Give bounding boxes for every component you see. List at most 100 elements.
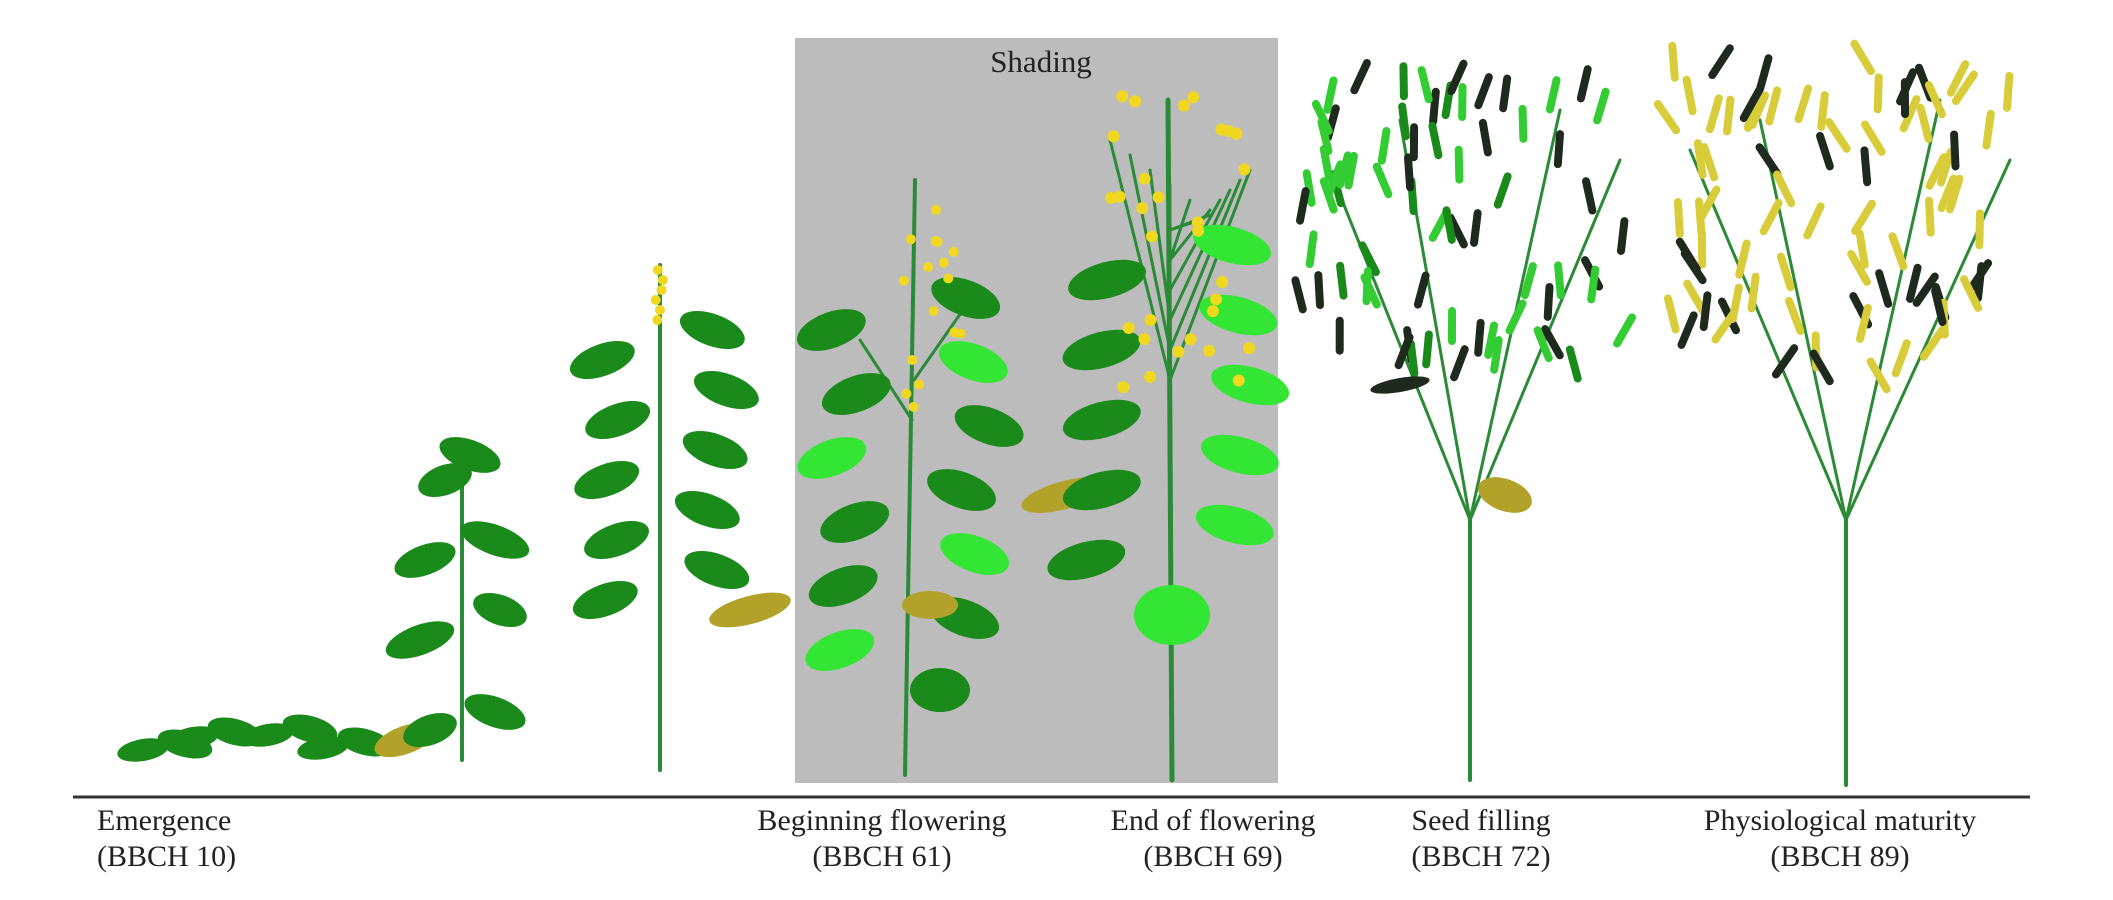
stage-name: Beginning flowering: [757, 803, 1006, 839]
leaf: [381, 614, 459, 667]
seed-pod: [1366, 271, 1367, 301]
seed-pod: [1474, 213, 1478, 243]
seed-pod: [1710, 98, 1719, 129]
seed-pod: [1681, 315, 1693, 345]
flower: [909, 402, 919, 412]
seed-pod: [1354, 63, 1367, 90]
stage-code: (BBCH 10): [97, 839, 236, 875]
flower: [923, 262, 933, 272]
shading-label: Shading: [990, 44, 1092, 80]
seed-pod: [1523, 109, 1524, 139]
leaf: [910, 668, 970, 712]
stage-name: Seed filling: [1411, 803, 1550, 839]
stage-emergence-label: Emergence (BBCH 10): [97, 803, 236, 875]
seed-pod: [1878, 77, 1879, 109]
stage-name: Emergence: [97, 803, 236, 839]
seed-pod: [1829, 122, 1847, 149]
seed-pod: [1821, 95, 1825, 127]
seed-pod: [1411, 344, 1415, 374]
seed-pod: [1478, 77, 1489, 105]
leaf: [469, 586, 532, 633]
seed-pod: [1591, 270, 1595, 300]
flower: [949, 247, 959, 257]
seed-pod: [1799, 89, 1809, 120]
seed-pod: [1300, 191, 1306, 220]
flower: [1210, 293, 1222, 305]
seed-pod: [1865, 125, 1882, 152]
flower: [1139, 173, 1151, 185]
seed-pod: [1879, 273, 1888, 304]
seed-pod: [1855, 204, 1872, 231]
flower: [653, 265, 663, 275]
flower: [1187, 91, 1199, 103]
stem: [1760, 120, 1846, 520]
flower: [1185, 333, 1197, 345]
leaf: [456, 514, 534, 567]
seed-pod: [1954, 134, 1955, 166]
stage-code: (BBCH 61): [757, 839, 1006, 875]
seed-pod: [1418, 276, 1426, 305]
seed-pod: [1733, 288, 1739, 319]
stage-code: (BBCH 69): [1111, 839, 1316, 875]
seed-pod: [1446, 210, 1451, 240]
leaf: [678, 423, 753, 476]
seed-pod: [1807, 206, 1820, 235]
flower: [1233, 375, 1245, 387]
flower: [1129, 95, 1141, 107]
leaf: [569, 453, 644, 506]
flower: [943, 273, 953, 283]
flower: [1117, 381, 1129, 393]
seed-pod: [1318, 275, 1320, 305]
seed-pod: [1871, 362, 1887, 390]
leaf: [580, 393, 655, 446]
seed-pod: [1570, 350, 1578, 379]
flower: [1123, 322, 1135, 334]
seed-pod: [1295, 280, 1302, 309]
seed-pod: [1310, 234, 1314, 264]
seed-pod: [1349, 156, 1354, 186]
seed-pod: [1422, 70, 1429, 99]
seed-pod: [1581, 69, 1588, 98]
seed-pod: [1550, 80, 1557, 109]
seed-pod: [1558, 134, 1560, 164]
stage-name: Physiological maturity: [1704, 803, 1976, 839]
seed-pod: [1760, 147, 1778, 174]
leaf: [565, 333, 640, 386]
flower: [931, 205, 941, 215]
leaf: [706, 586, 794, 635]
seed-pod: [1408, 157, 1410, 187]
seed-pod: [1687, 80, 1693, 111]
seed-pod: [1979, 213, 1980, 245]
seed-pod: [1921, 108, 1929, 139]
flower: [1145, 314, 1157, 326]
seed-pod: [1658, 104, 1676, 130]
seed-pod: [1558, 265, 1561, 295]
shading-box: [795, 38, 1278, 783]
seed-pod: [1764, 203, 1779, 231]
leaf: [675, 303, 750, 356]
seed-pod: [1382, 131, 1387, 161]
seed-pod: [1687, 284, 1703, 312]
leaf: [460, 687, 530, 737]
flower: [1192, 225, 1204, 237]
flower: [1136, 202, 1148, 214]
seed-pod: [1459, 150, 1460, 180]
seed-pod: [1892, 236, 1903, 266]
seed-pod: [1426, 334, 1429, 364]
seed-pod: [1433, 92, 1436, 122]
seed-pod: [1454, 349, 1465, 377]
seed-pod: [1986, 114, 1990, 146]
stage-code: (BBCH 72): [1411, 839, 1550, 875]
stage-name: End of flowering: [1111, 803, 1316, 839]
leaf: [390, 535, 460, 585]
seed-pod: [1377, 167, 1389, 195]
flower: [906, 234, 916, 244]
flower: [1138, 333, 1150, 345]
flower: [1144, 371, 1156, 383]
flower: [907, 355, 917, 365]
seed-pod: [1864, 150, 1867, 182]
flower: [929, 306, 939, 316]
flower: [1243, 342, 1255, 354]
seed-pod: [1494, 340, 1499, 370]
